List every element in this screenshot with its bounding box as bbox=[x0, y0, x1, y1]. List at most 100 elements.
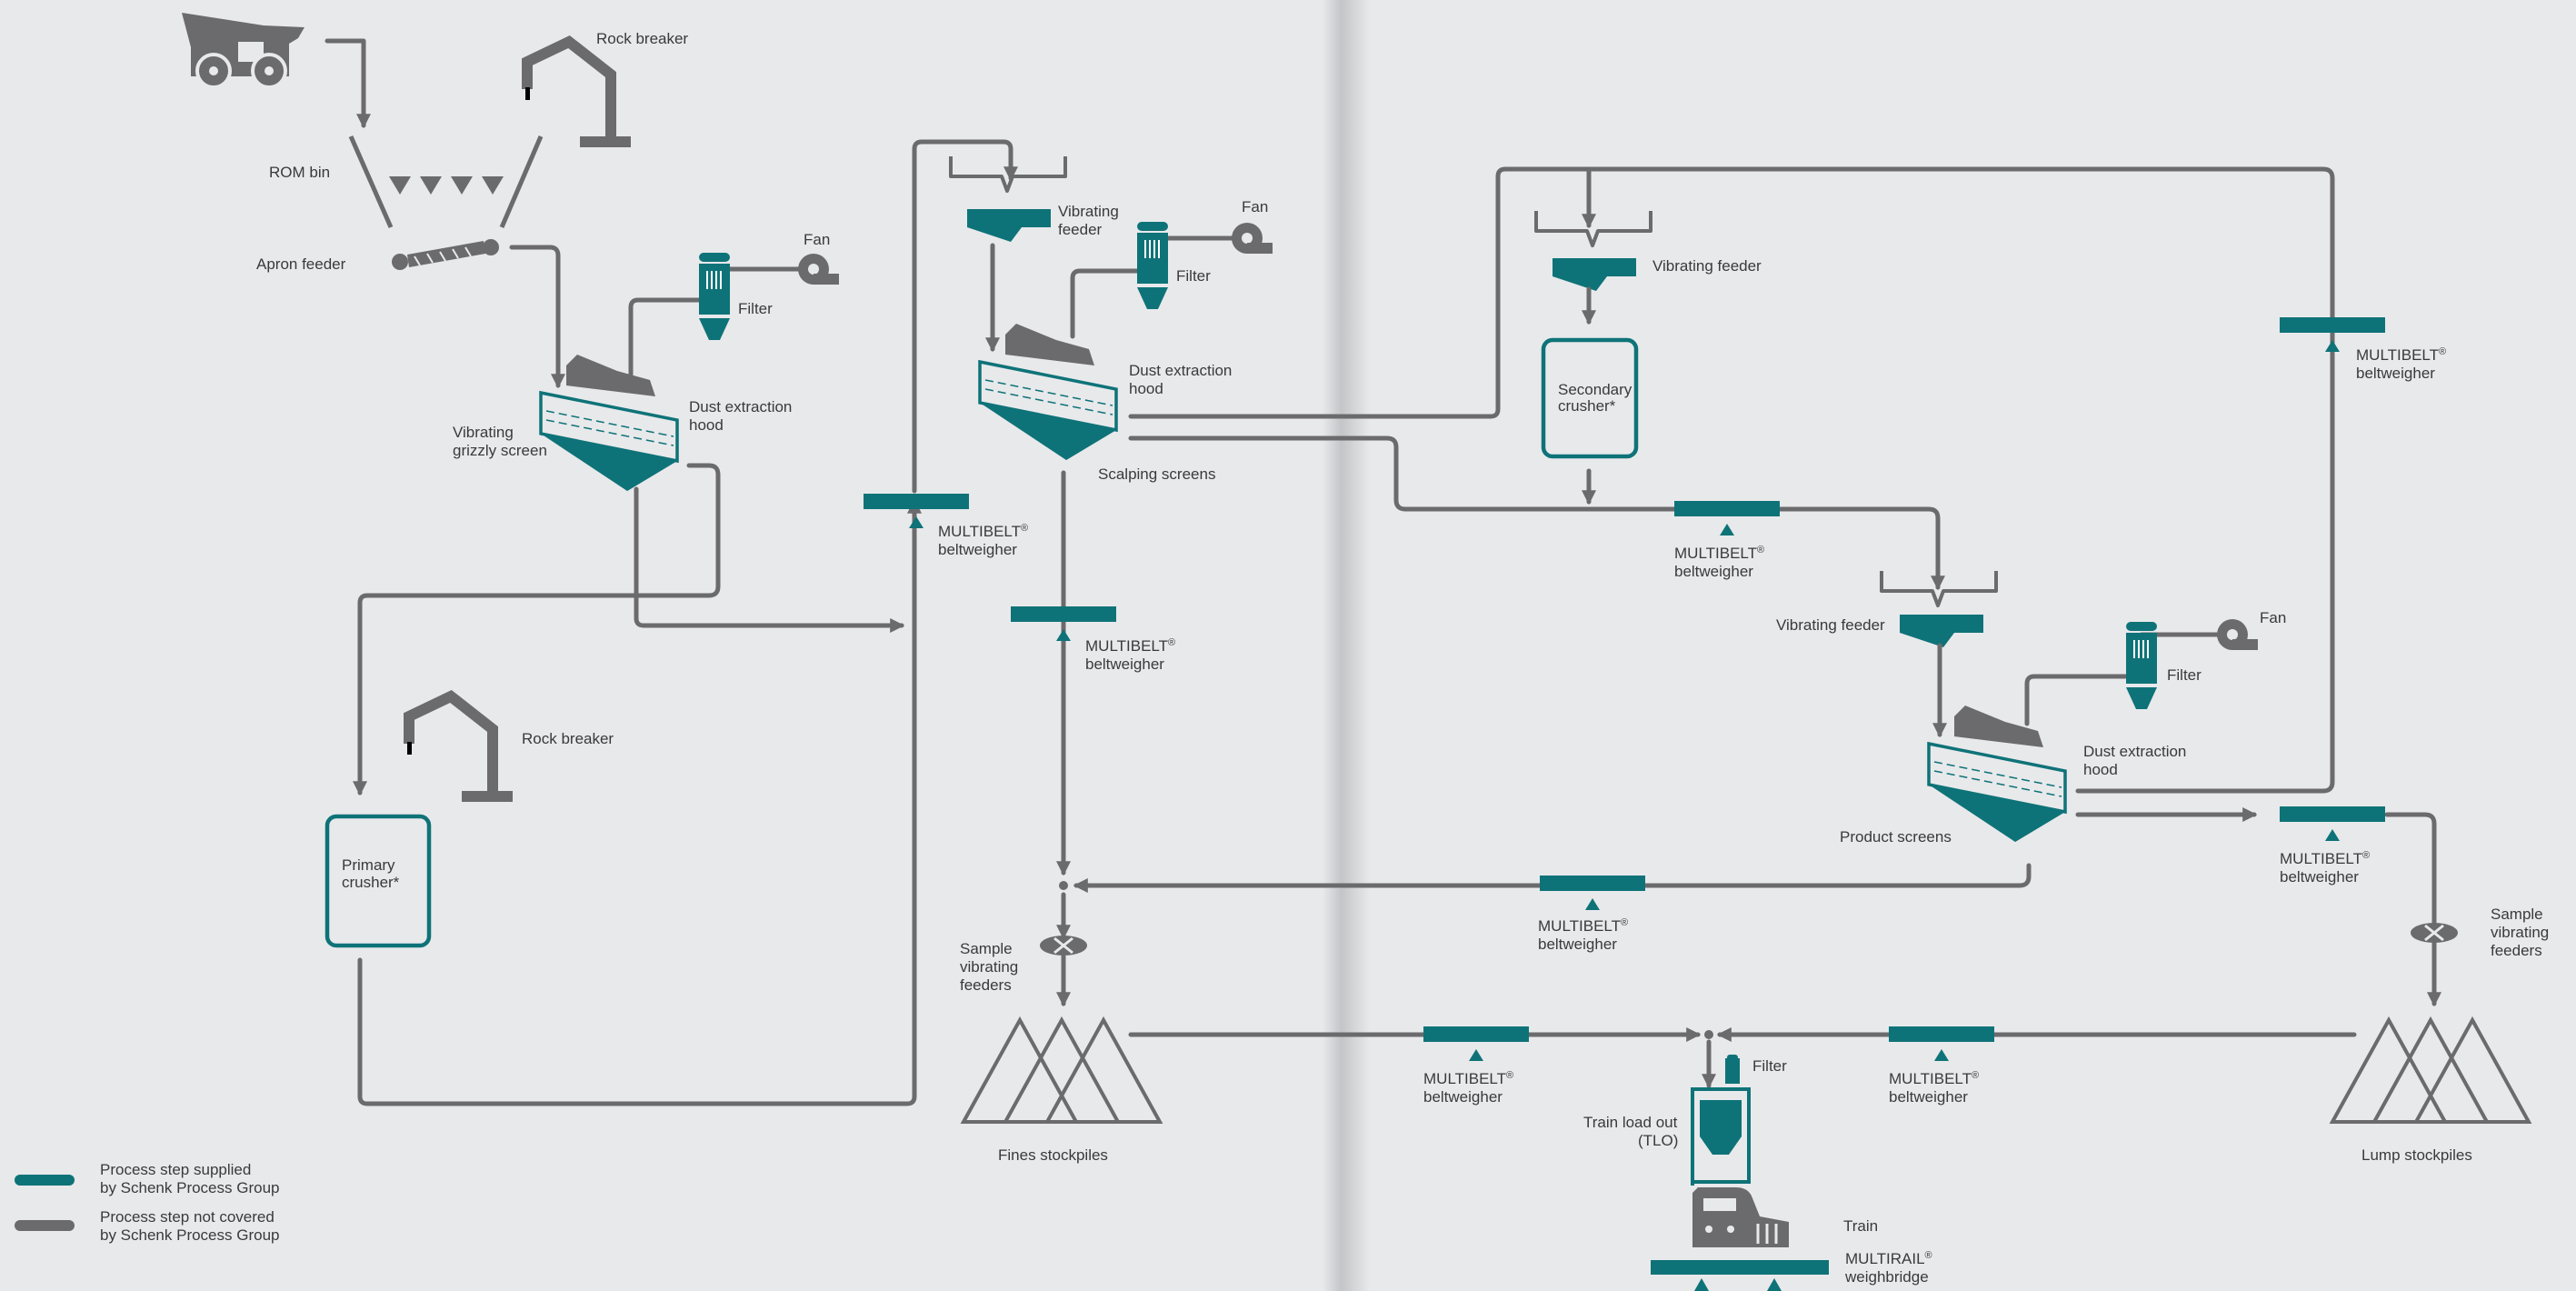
filter-1-icon bbox=[698, 252, 731, 341]
legend-not-covered-line2: by Schenk Process Group bbox=[100, 1226, 279, 1244]
scalping-screens-label: Scalping screens bbox=[1098, 465, 1215, 483]
flow-grizzly-oversize-to-primary bbox=[352, 463, 721, 796]
multibelt-7-icon bbox=[1889, 1026, 1994, 1061]
primary-crusher-label-line2: crusher* bbox=[342, 874, 400, 891]
tlo-filter-icon bbox=[1725, 1055, 1740, 1084]
sample-feeders-2-line3: feeders bbox=[2491, 942, 2542, 959]
multibelt-2-brand: MULTIBELT® bbox=[1085, 637, 1175, 655]
dust-hood-1-label-line1: Dust extraction bbox=[689, 398, 792, 415]
sample-feeders-1-line1: Sample bbox=[960, 940, 1013, 957]
tlo-label-line1: Train load out bbox=[1583, 1114, 1678, 1131]
dust-hood-2-label-line1: Dust extraction bbox=[1129, 362, 1232, 379]
multibelt-8-brand: MULTIBELT® bbox=[2280, 850, 2370, 867]
vib-feeder-2-label: Vibrating feeder bbox=[1652, 257, 1762, 275]
multibelt-5-word: beltweigher bbox=[1538, 936, 1617, 953]
sample-feeder-2-icon bbox=[2409, 921, 2460, 945]
multibelt-3-brand: MULTIBELT® bbox=[1674, 545, 1764, 562]
filter-2-label: Filter bbox=[1176, 267, 1211, 285]
apron-feeder-label: Apron feeder bbox=[256, 255, 346, 273]
multibelt-5-icon bbox=[1540, 876, 1645, 910]
lump-stockpiles-label: Lump stockpiles bbox=[2361, 1146, 2472, 1164]
fan-3-icon bbox=[2217, 619, 2258, 650]
train-load-out-icon bbox=[1691, 1087, 1751, 1186]
multibelt-3-word: beltweigher bbox=[1674, 563, 1753, 580]
dust-hood-1-label-line2: hood bbox=[689, 416, 724, 434]
vibrating-grizzly-screen-icon bbox=[539, 353, 679, 493]
multibelt-1-word: beltweigher bbox=[938, 541, 1017, 558]
flow-grizzly-undersize-to-conveyor bbox=[634, 486, 905, 634]
lump-stockpiles-icon bbox=[2331, 1018, 2531, 1124]
filter-3-label: Filter bbox=[2167, 666, 2202, 684]
duct-hood-to-filter-3 bbox=[2024, 674, 2128, 726]
primary-crusher-box bbox=[324, 814, 432, 948]
legend-supplied-line2: by Schenk Process Group bbox=[100, 1179, 279, 1196]
rock-breaker-2-icon bbox=[407, 696, 513, 796]
filter-3-icon bbox=[2125, 621, 2158, 710]
flow-scalping-oversize-to-secondary bbox=[1128, 166, 2335, 794]
secondary-crusher-box bbox=[1541, 337, 1639, 459]
flow-lump-conveyor bbox=[2384, 812, 2442, 1007]
tlo-label-line2: (TLO) bbox=[1638, 1132, 1678, 1149]
dust-hood-3-label-line2: hood bbox=[2083, 761, 2118, 778]
junction-1 bbox=[1059, 881, 1068, 890]
vibrating-feeder-3-icon bbox=[1900, 615, 1983, 647]
hopper-1-icon bbox=[949, 155, 1067, 193]
multirail-label-line1: MULTIRAIL® bbox=[1845, 1250, 1932, 1267]
junction-2 bbox=[1704, 1030, 1713, 1039]
vib-feeder-3-label: Vibrating feeder bbox=[1776, 616, 1885, 634]
rom-bin-label: ROM bin bbox=[269, 164, 330, 181]
fan-1-label: Fan bbox=[804, 231, 830, 248]
filter-4-label: Filter bbox=[1752, 1057, 1787, 1075]
sample-feeder-1-icon bbox=[1038, 934, 1089, 957]
filter-2-icon bbox=[1136, 221, 1169, 310]
multibelt-4-brand: MULTIBELT® bbox=[2356, 346, 2446, 364]
multibelt-8-word: beltweigher bbox=[2280, 868, 2359, 886]
legend-supplied-line1: Process step supplied bbox=[100, 1161, 251, 1178]
vibrating-feeder-1-icon bbox=[967, 209, 1051, 242]
duct-hood-to-filter-1 bbox=[628, 297, 703, 377]
dust-hood-2-label-line2: hood bbox=[1129, 380, 1163, 397]
legend-not-covered-line1: Process step not covered bbox=[100, 1208, 275, 1226]
multibelt-4-word: beltweigher bbox=[2356, 365, 2435, 382]
sample-feeders-1-line2: vibrating bbox=[960, 958, 1018, 976]
grizzly-label-line2: grizzly screen bbox=[453, 442, 547, 459]
multibelt-8-icon bbox=[2280, 806, 2385, 841]
haul-truck-icon bbox=[182, 13, 305, 89]
apron-feeder-icon bbox=[392, 239, 499, 270]
sample-feeders-1-line3: feeders bbox=[960, 976, 1012, 994]
fan-3-label: Fan bbox=[2260, 609, 2286, 626]
multibelt-7-word: beltweigher bbox=[1889, 1088, 1968, 1106]
vib-feeder-1-label-line1: Vibrating bbox=[1058, 203, 1119, 220]
product-screens-icon bbox=[1927, 704, 2067, 844]
multibelt-1-brand: MULTIBELT® bbox=[938, 523, 1028, 540]
secondary-crusher-label-line1: Secondary bbox=[1558, 381, 1632, 398]
rock-breaker-label: Rock breaker bbox=[596, 30, 688, 47]
flow-conveyor-up-to-scalping-bin bbox=[912, 139, 1019, 494]
secondary-crusher-label-line2: crusher* bbox=[1558, 397, 1616, 415]
rock-breaker-2-label: Rock breaker bbox=[522, 730, 614, 747]
vib-feeder-1-label-line2: feeder bbox=[1058, 221, 1103, 238]
flow-feeder-to-grizzly bbox=[509, 245, 566, 389]
duct-hood-to-filter-2 bbox=[1070, 268, 1141, 339]
flow-truck-to-bin bbox=[324, 38, 372, 129]
multirail-weighbridge-icon bbox=[1651, 1260, 1829, 1291]
flow-product-fines-return bbox=[1073, 863, 2032, 894]
multirail-label-line2: weighbridge bbox=[1844, 1268, 1929, 1286]
sample-feeders-2-line2: vibrating bbox=[2491, 924, 2549, 941]
flow-secondary-to-product bbox=[1586, 506, 1946, 591]
fan-2-icon bbox=[1232, 223, 1273, 254]
multibelt-6-icon bbox=[1423, 1026, 1529, 1061]
train-label: Train bbox=[1843, 1217, 1878, 1235]
multibelt-3-icon bbox=[1674, 501, 1780, 535]
dust-hood-3-label-line1: Dust extraction bbox=[2083, 743, 2186, 760]
multibelt-7-brand: MULTIBELT® bbox=[1889, 1070, 1979, 1087]
fines-stockpiles-label: Fines stockpiles bbox=[998, 1146, 1108, 1164]
fan-2-label: Fan bbox=[1242, 198, 1268, 215]
flow-primary-to-conveyor bbox=[357, 498, 923, 1106]
primary-crusher-label-line1: Primary bbox=[342, 856, 395, 874]
page-fold bbox=[1323, 0, 1370, 1291]
vibrating-feeder-2-icon bbox=[1553, 258, 1636, 291]
train-icon bbox=[1692, 1187, 1789, 1247]
multibelt-6-word: beltweigher bbox=[1423, 1088, 1503, 1106]
